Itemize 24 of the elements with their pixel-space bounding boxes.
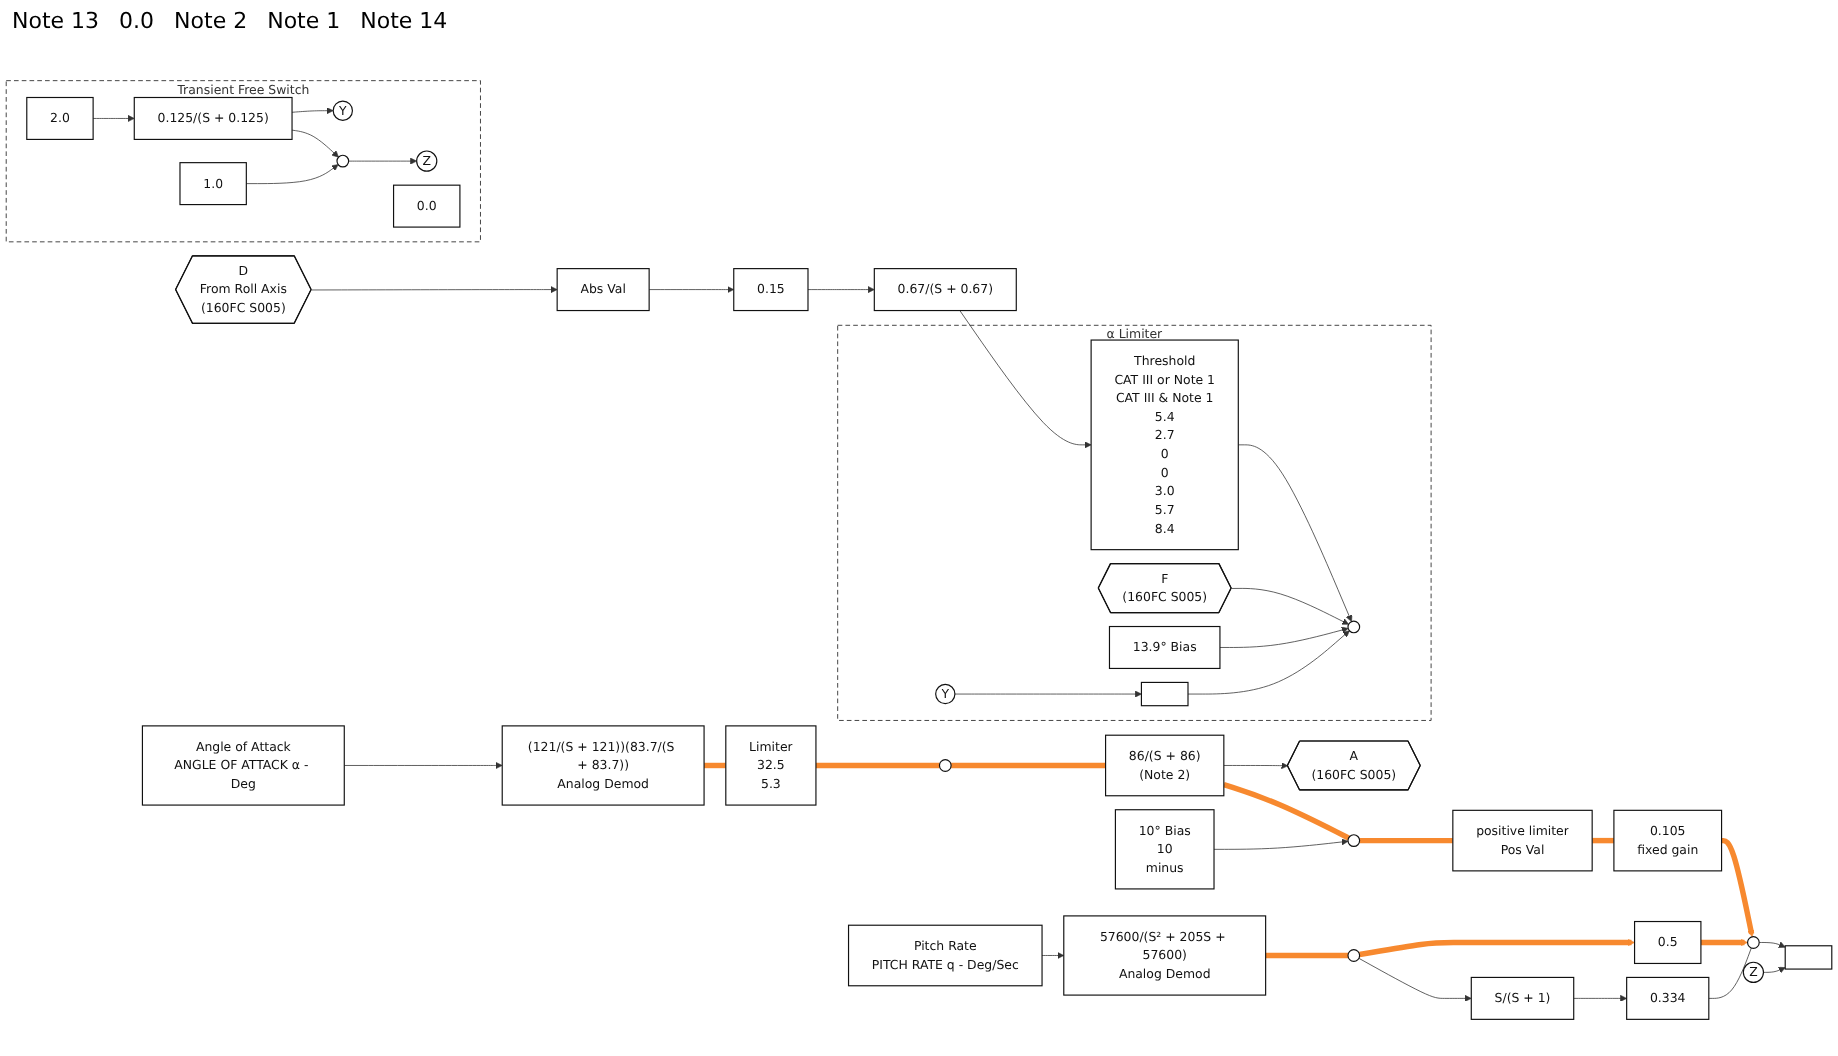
note-label: Note 1 bbox=[267, 8, 341, 34]
node-circle bbox=[1347, 834, 1361, 847]
node-box bbox=[1784, 945, 1833, 970]
node-circle bbox=[1347, 949, 1361, 962]
note-label: Note 13 bbox=[12, 8, 100, 34]
connector bbox=[1359, 837, 1454, 844]
note-label: Note 2 bbox=[174, 8, 248, 34]
connector bbox=[1708, 947, 1752, 999]
arrow bbox=[1700, 939, 1748, 946]
node-circle bbox=[1747, 936, 1760, 949]
node-circle bbox=[1347, 620, 1361, 634]
node-circle bbox=[938, 759, 952, 772]
arrow bbox=[1359, 939, 1635, 958]
connector bbox=[1591, 837, 1615, 844]
connector bbox=[1223, 782, 1350, 841]
node-box bbox=[1140, 681, 1189, 707]
connector bbox=[951, 762, 1106, 769]
arrow bbox=[1720, 837, 1755, 938]
connector bbox=[703, 762, 727, 769]
node-circle bbox=[336, 154, 350, 168]
note-label: 0.0 bbox=[119, 8, 155, 34]
note-label: Note 14 bbox=[360, 8, 448, 34]
connector bbox=[815, 762, 940, 769]
connector bbox=[1264, 952, 1348, 959]
